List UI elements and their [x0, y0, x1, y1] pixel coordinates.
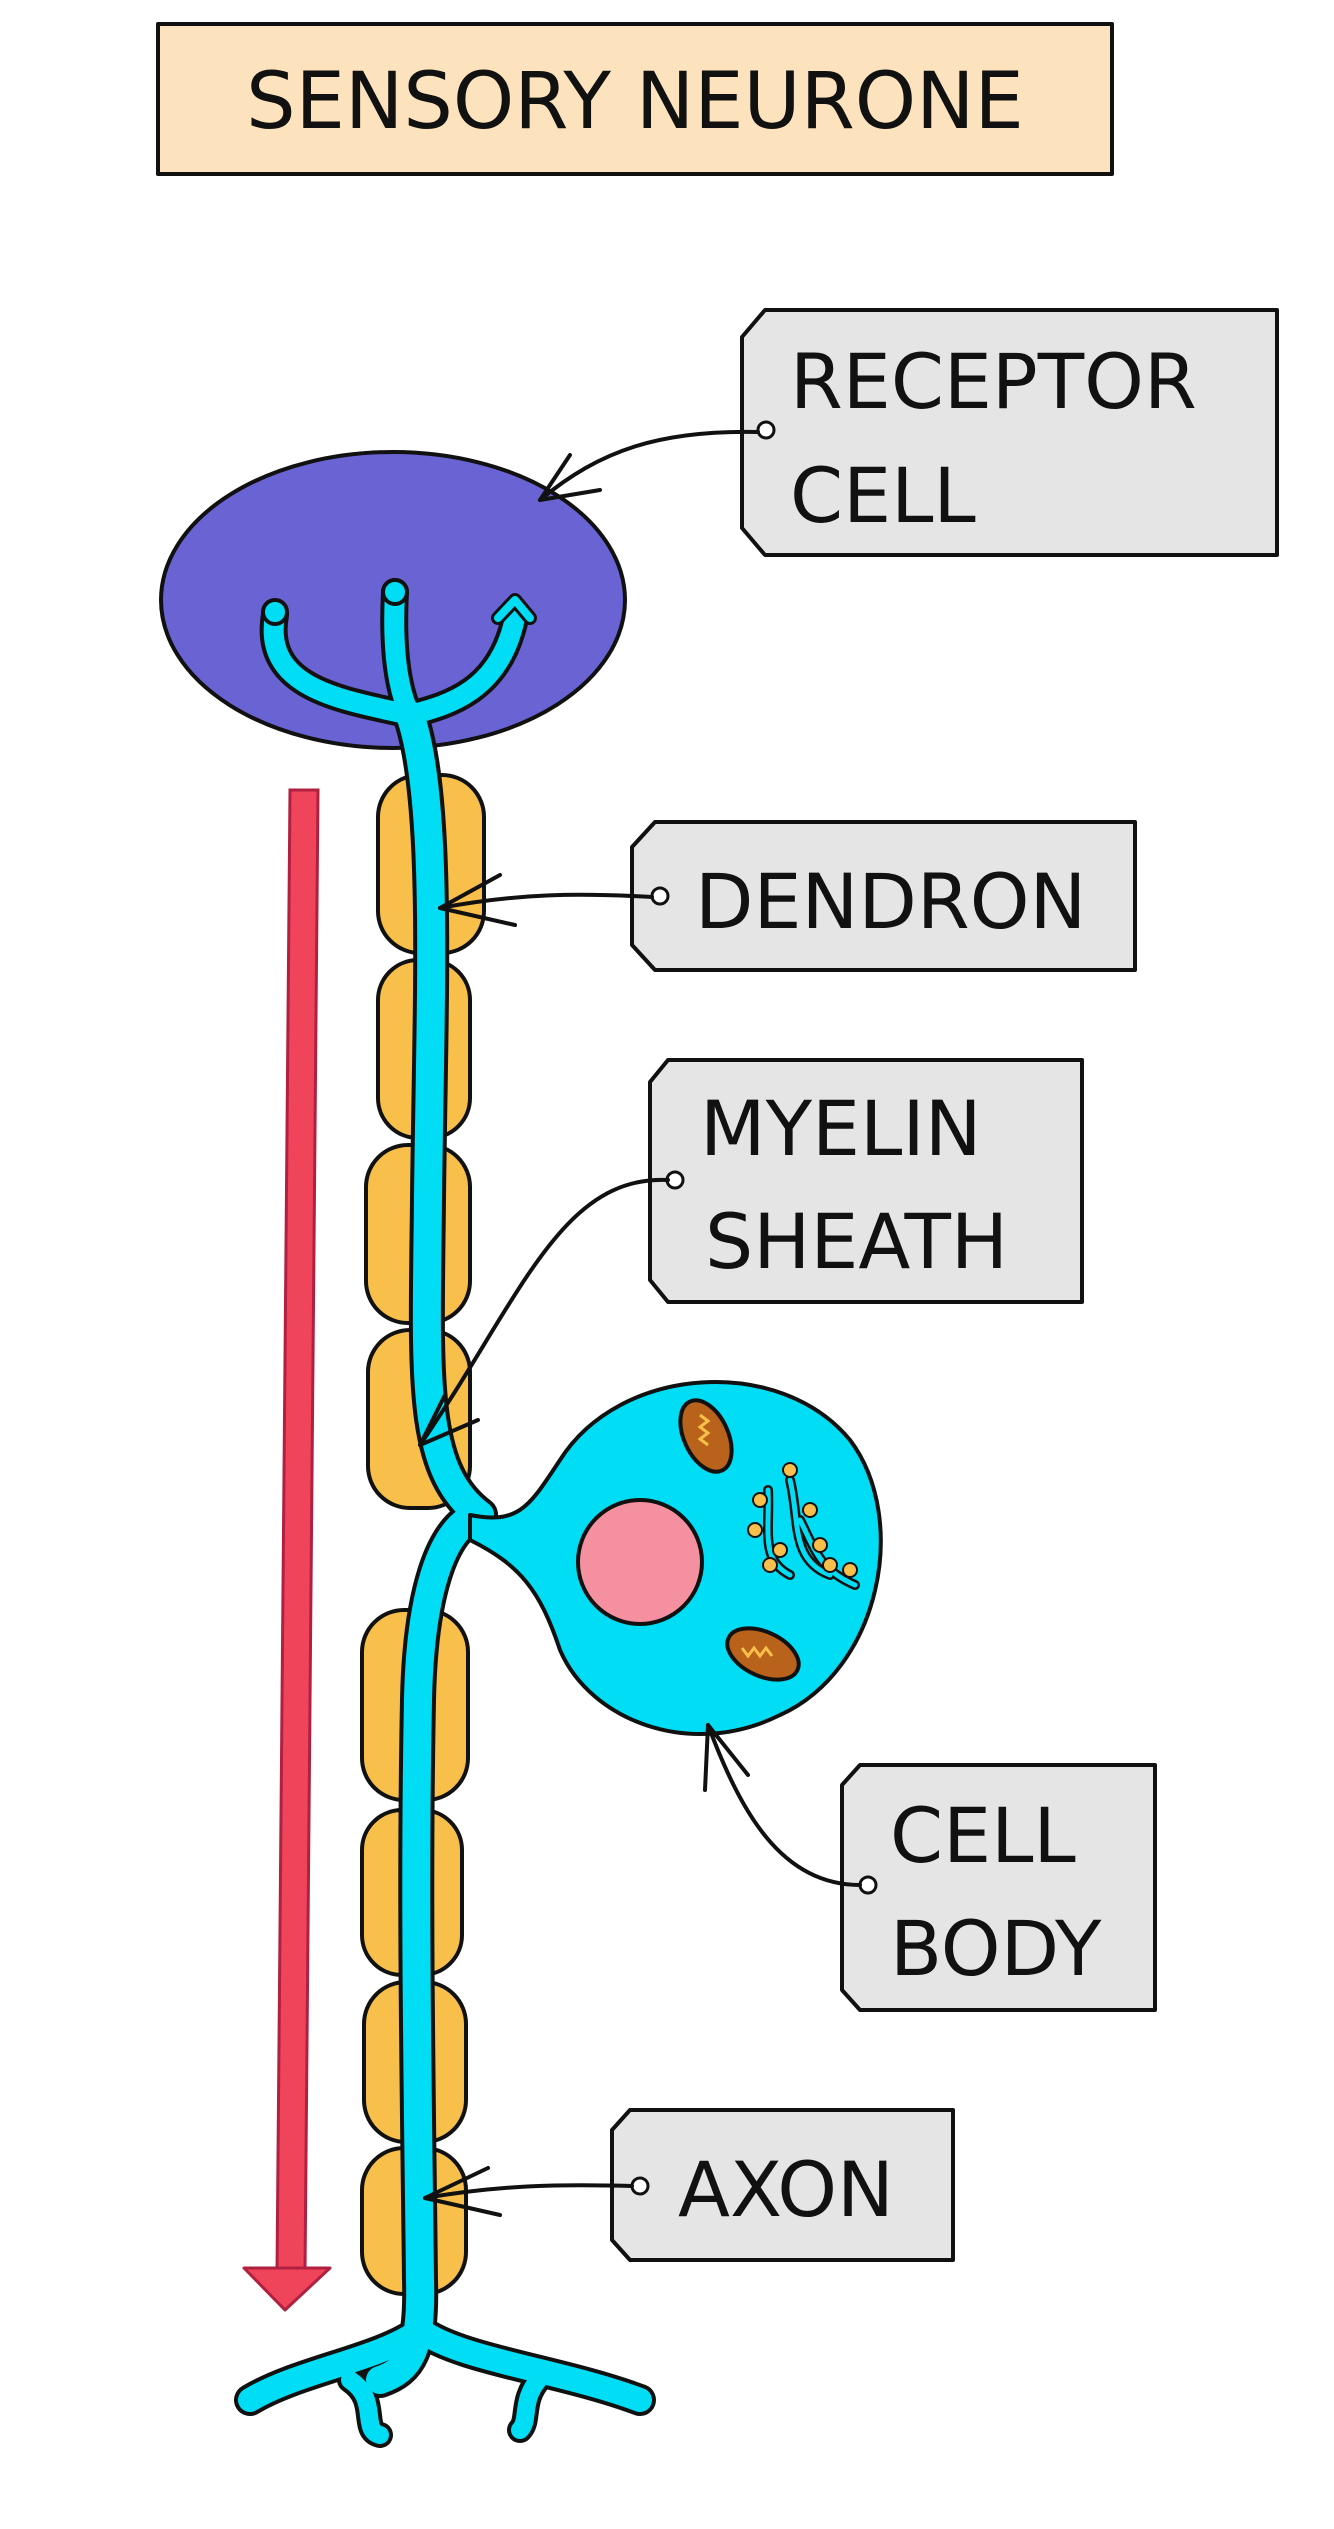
axon-pointer: [423, 2183, 634, 2200]
receptor-cell-pointer: [538, 429, 760, 502]
neuron-fibre: [234, 578, 656, 2448]
receptor-cell-label-line2: CELL: [790, 451, 976, 540]
cell-body-label-line1: CELL: [890, 1791, 1076, 1880]
cell-body-label-line2: BODY: [890, 1904, 1102, 1993]
title-box: SENSORY NEURONE: [156, 22, 1114, 176]
cell-body-label: CELL BODY: [840, 1763, 1157, 2012]
cell-body-pointer: [706, 1723, 862, 1887]
dendron-label-text: DENDRON: [695, 857, 1086, 946]
dendron-label: DENDRON: [630, 820, 1137, 972]
nucleus: [576, 1498, 704, 1626]
ribosomes: [747, 1462, 858, 1578]
myelin-sheath-label-line1: MYELIN: [700, 1084, 982, 1173]
title-text: SENSORY NEURONE: [246, 57, 1024, 147]
axon-label-text: AXON: [678, 2145, 894, 2234]
impulse-direction-arrow: [242, 788, 332, 2312]
myelin-sheath-axon: [360, 1608, 470, 2296]
dendron-pointer: [438, 892, 654, 910]
myelin-sheath-pointer: [418, 1177, 670, 1447]
cell-body: [468, 1380, 883, 1737]
axon-label: AXON: [610, 2108, 955, 2262]
receptor-cell-label-line1: RECEPTOR: [790, 337, 1197, 426]
myelin-sheath-label: MYELIN SHEATH: [648, 1058, 1084, 1304]
receptor-cell-label: RECEPTOR CELL: [740, 308, 1279, 557]
myelin-sheath-label-line2: SHEATH: [705, 1197, 1008, 1286]
